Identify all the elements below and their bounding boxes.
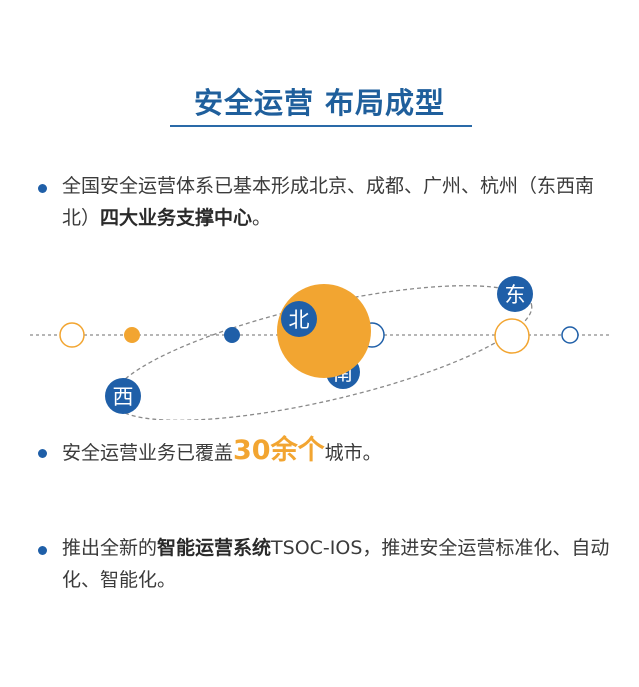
small-orange-dot xyxy=(124,327,140,343)
node-west: 西 xyxy=(105,378,141,414)
bullet-dot xyxy=(38,546,47,555)
title-underline xyxy=(170,125,472,127)
label-east: 东 xyxy=(505,283,526,307)
bullet-system-prefix: 推出全新的 xyxy=(62,537,158,559)
operations-map-diagram: 南 北 东 西 xyxy=(30,276,612,420)
bullet-dot xyxy=(38,184,47,193)
bullet-coverage-prefix: 安全运营业务已覆盖 xyxy=(62,442,234,464)
small-blue-ring xyxy=(561,326,579,344)
bullet-coverage-highlight: 30余个 xyxy=(233,435,325,466)
large-orange-ring xyxy=(494,318,530,354)
bullet-coverage-suffix: 城市。 xyxy=(324,442,382,464)
page-title: 安全运营 布局成型 xyxy=(193,86,446,120)
bullet-system-emphasis: 智能运营系统 xyxy=(157,537,272,559)
bullet-system: 推出全新的智能运营系统TSOC-IOS，推进安全运营标准化、自动化、智能化。 xyxy=(38,532,613,596)
node-east: 东 xyxy=(497,276,533,312)
bullet-coverage: 安全运营业务已覆盖30余个城市。 xyxy=(38,435,613,469)
node-north: 北 xyxy=(281,301,317,337)
bullet-dot xyxy=(38,449,47,458)
bullet-centers-emphasis: 四大业务支撑中心 xyxy=(100,207,253,229)
label-north: 北 xyxy=(289,308,310,332)
bullet-centers-prefix: 全国安全运营体系已基本形成北京、成都、广州、杭州（东西南北） xyxy=(62,175,595,229)
bullet-system-suffix: TSOC-IOS，推进安全运营标准化、自动化、智能化。 xyxy=(62,537,610,591)
bullet-centers: 全国安全运营体系已基本形成北京、成都、广州、杭州（东西南北）四大业务支撑中心。 xyxy=(38,170,613,234)
small-blue-dot xyxy=(224,327,240,343)
small-orange-ring xyxy=(59,322,85,348)
label-west: 西 xyxy=(113,385,134,409)
bullet-centers-suffix: 。 xyxy=(252,207,272,229)
